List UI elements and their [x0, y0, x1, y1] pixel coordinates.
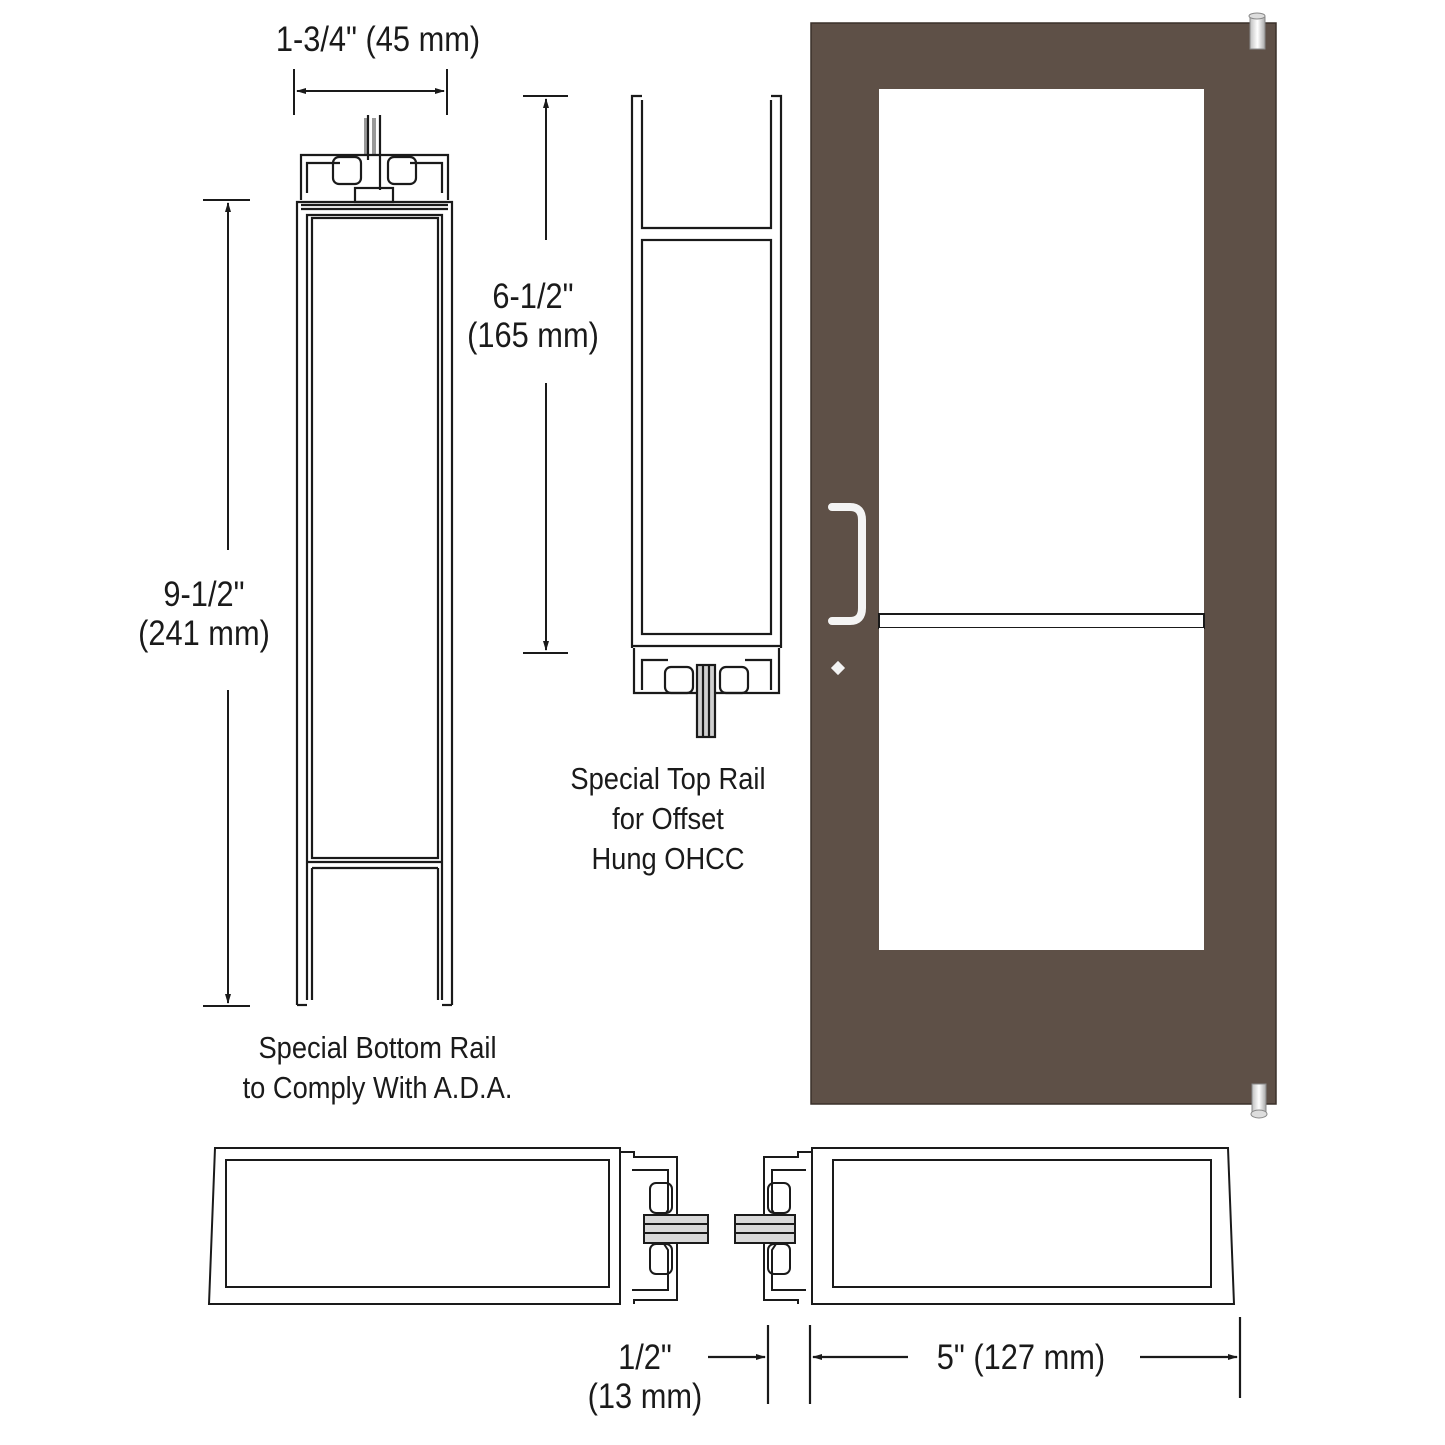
- top-rail-height-label: 6-1/2" (165 mm): [458, 277, 608, 355]
- door-elevation: [810, 12, 1277, 1119]
- top-pivot-icon: [1248, 12, 1266, 50]
- dimension-top-rail-height: [523, 95, 568, 654]
- bottom-rail-height-imperial: 9-1/2": [163, 575, 245, 614]
- top-width-dimension-label: 1-3/4" (45 mm): [275, 20, 481, 59]
- top-rail-height-metric: (165 mm): [467, 316, 599, 356]
- stile-gap-imperial: 1/2": [618, 1338, 672, 1377]
- bottom-rail-caption-line-1: Special Bottom Rail: [258, 1030, 497, 1065]
- top-rail-section: [630, 94, 783, 739]
- bottom-rail-height-metric: (241 mm): [138, 614, 270, 654]
- stile-gap-metric: (13 mm): [587, 1377, 703, 1417]
- bottom-rail-caption: Special Bottom Rail to Comply With A.D.A…: [226, 1028, 530, 1108]
- lock-cylinder-icon: [830, 660, 846, 676]
- dimension-top-width: [293, 69, 448, 115]
- top-rail-caption-line-3: Hung OHCC: [591, 841, 745, 876]
- upper-glass-lite: [879, 89, 1204, 614]
- lower-glass-lite: [879, 628, 1204, 950]
- top-rail-height-imperial: 6-1/2": [492, 277, 574, 316]
- bottom-rail-section: [295, 115, 454, 1007]
- top-rail-caption-line-1: Special Top Rail: [570, 761, 766, 796]
- top-rail-caption-line-2: for Offset: [612, 801, 724, 836]
- mid-rail-gap: [878, 613, 1205, 629]
- stile-width-label: 5" (127 mm): [936, 1338, 1106, 1377]
- dimension-bottom-rail-height: [203, 199, 250, 1007]
- bottom-pivot-icon: [1250, 1083, 1268, 1119]
- stile-gap-label: 1/2" (13 mm): [579, 1338, 711, 1416]
- dimension-stile: [708, 1317, 1242, 1404]
- bottom-rail-height-label: 9-1/2" (241 mm): [128, 575, 279, 653]
- pull-handle-icon: [828, 503, 866, 625]
- bottom-rail-caption-line-2: to Comply With A.D.A.: [242, 1070, 513, 1105]
- top-rail-caption: Special Top Rail for Offset Hung OHCC: [554, 759, 783, 879]
- stile-plan-section: [207, 1147, 1236, 1305]
